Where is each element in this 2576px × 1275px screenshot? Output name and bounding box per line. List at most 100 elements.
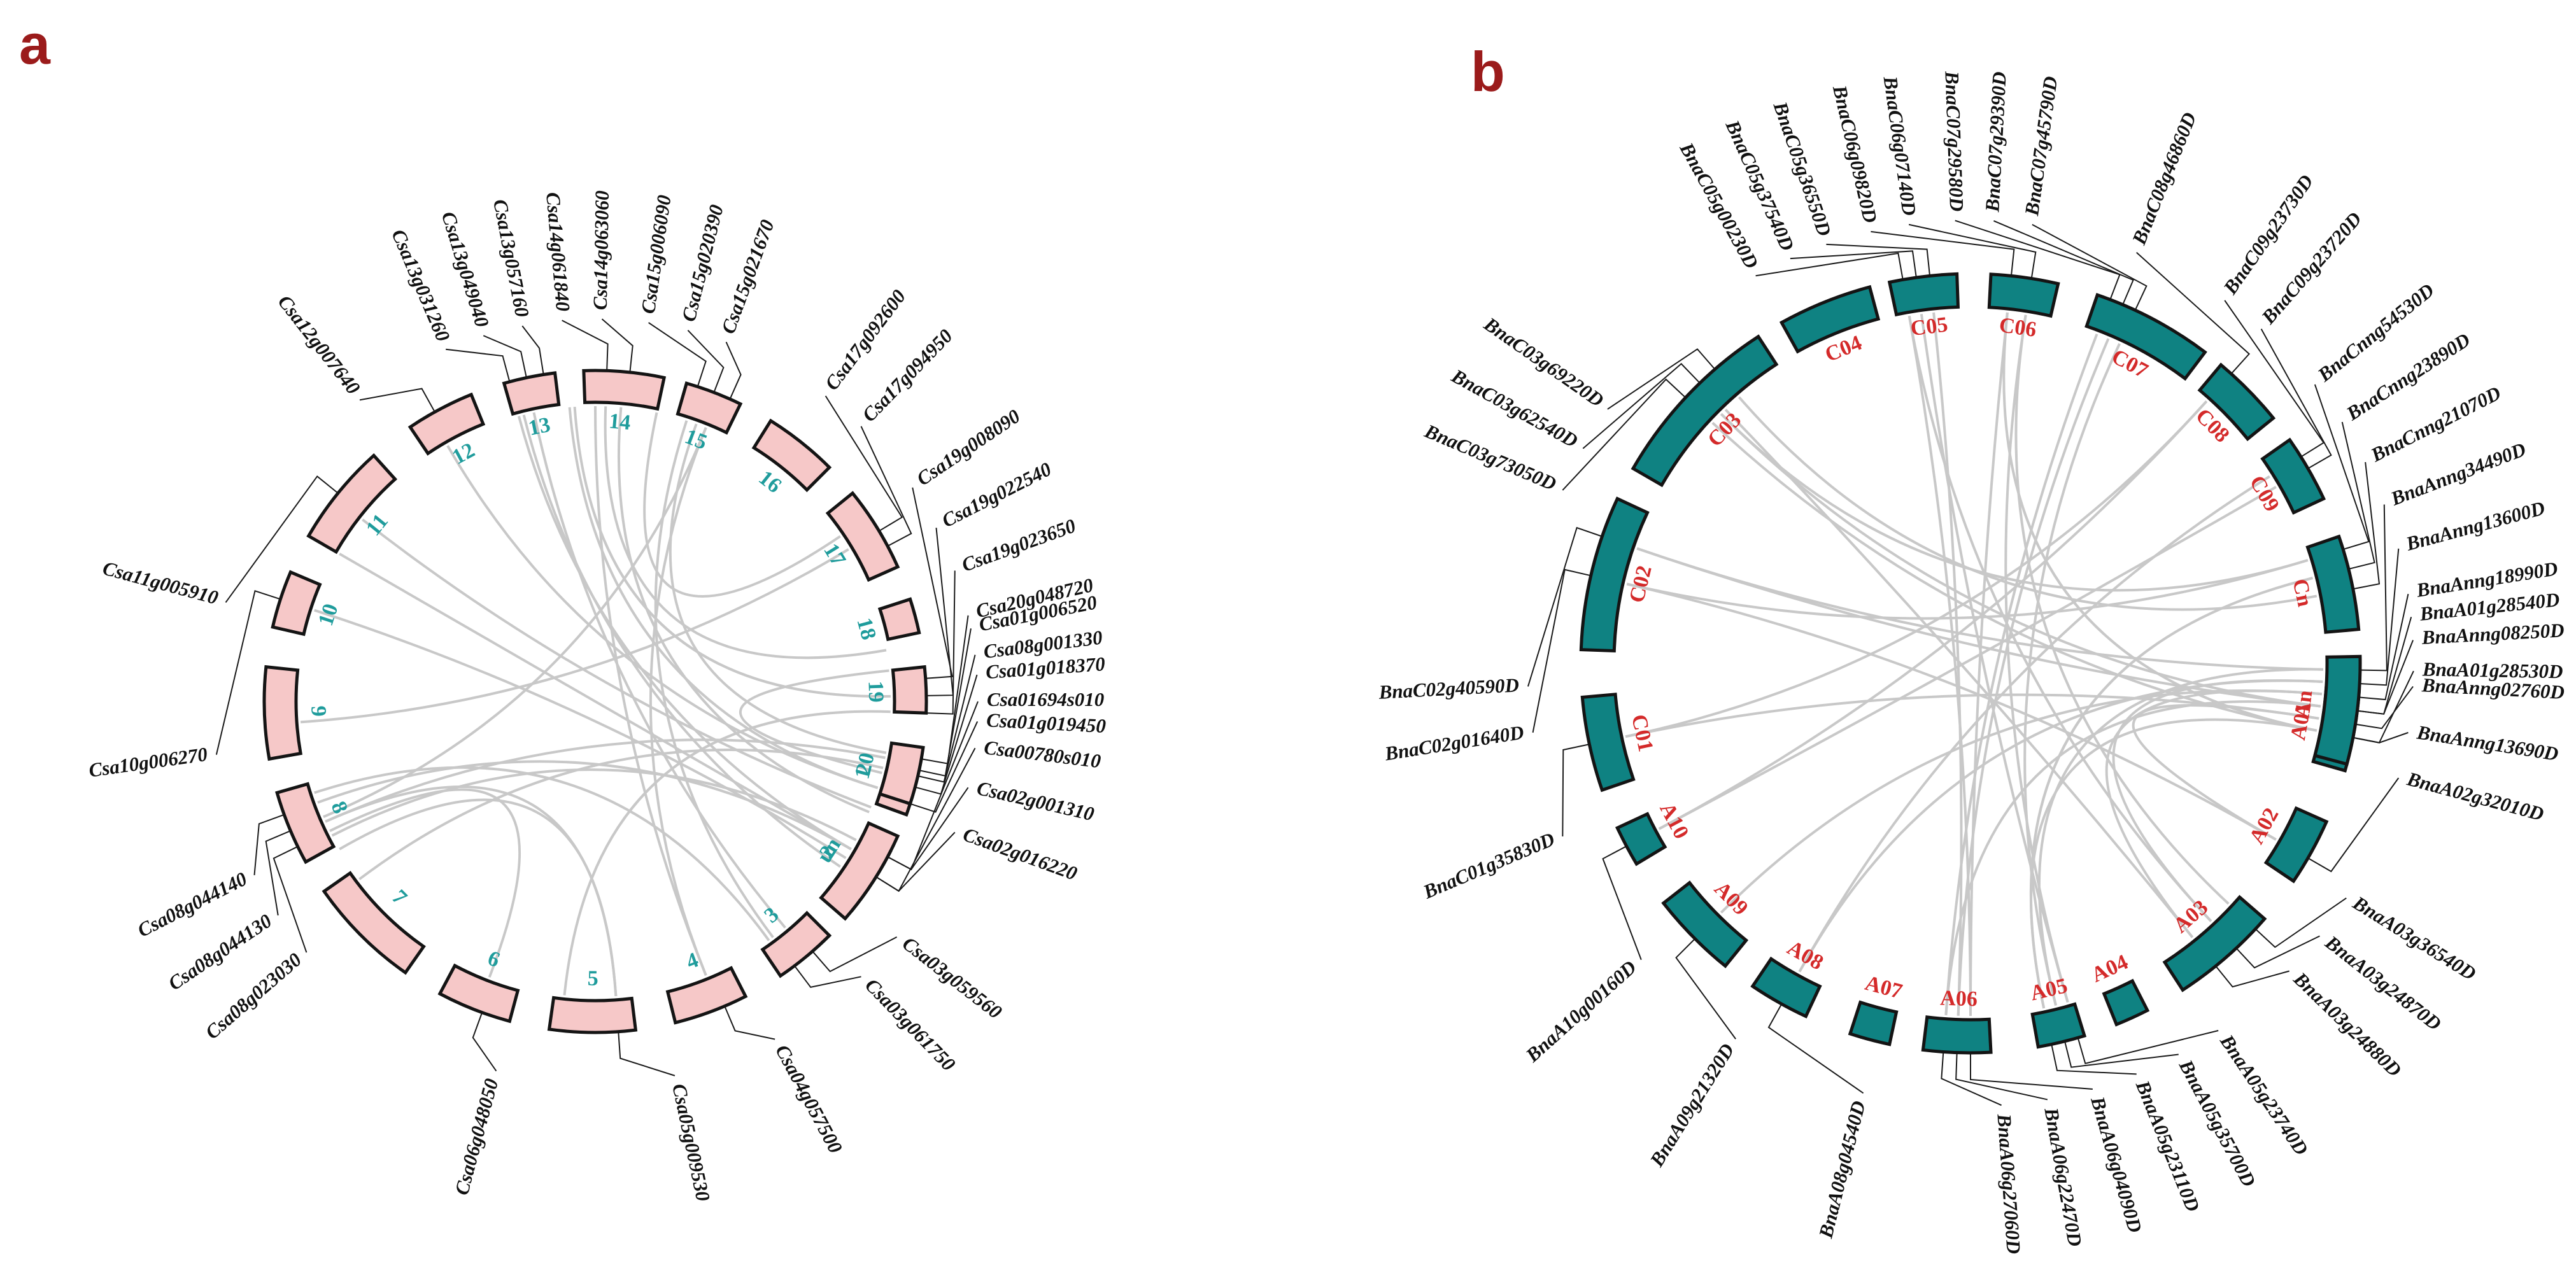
chromosome-label-An: An [2290,689,2317,719]
synteny-link-16 [362,518,872,809]
panel-b-links [1625,312,2323,1017]
synteny-link-25 [1798,475,2270,973]
gene-leader-line [794,965,861,988]
gene-label: Csa03g059560 [898,932,1006,1023]
synteny-link-32 [2132,704,2319,841]
chromosome-segment-A09 [1661,880,1749,969]
chromosome-segment-un [819,821,900,921]
gene-leader-line [472,1012,497,1072]
gene-leader-line [1790,250,1917,278]
chromosome-segment-C06 [1987,272,2060,318]
gene-label: BnaC07g45790D [2020,75,2062,218]
gene-leader-line [1755,252,1904,280]
synteny-link-24 [573,406,891,698]
gene-leader-line [618,1031,676,1076]
chromosome-label-C06: C06 [1998,313,2038,342]
panel-b-leaders [1527,220,2414,1106]
synteny-link-18 [517,416,852,850]
gene-label: BnaA06g27060D [1993,1113,2025,1255]
synteny-link-33 [2030,718,2318,1009]
chromosome-label-Cn: Cn [2288,577,2316,609]
gene-label: Csa02g001310 [975,777,1096,825]
gene-label: Csa13g049040 [437,209,493,330]
chromosome-segment-A02 [2263,806,2329,884]
chromosome-segment-7 [322,871,426,975]
gene-leader-line [1955,1052,2048,1101]
chromosome-segment-C07 [2084,293,2207,381]
gene-label: Csa06g048050 [450,1076,502,1197]
chromosome-segment-15 [676,381,743,435]
chromosome-segment-17 [825,491,900,582]
gene-leader-line [1532,568,1591,733]
chromosome-segment-5 [547,996,638,1034]
synteny-link-22 [1932,312,1963,1016]
chromosome-segment-A04 [2102,978,2150,1027]
gene-leader-line [483,335,527,378]
gene-leader-line [1527,526,1603,687]
chromosome-label-8: 8 [326,798,352,817]
gene-leader-line [2260,328,2332,469]
gene-label: Csa12g007640 [274,291,365,398]
chromosome-segment-A05 [2030,1002,2087,1049]
gene-leader-line [215,590,281,755]
synteny-link-8 [2037,668,2323,1006]
gene-leader-line [1767,1003,1864,1094]
gene-leader-line [648,322,707,387]
synteny-link-5 [522,414,841,868]
gene-label: BnaC07g29390D [1981,71,2011,213]
gene-label: BnaAnng13690D [2415,721,2560,765]
gene-label: Csa14g063060 [589,190,613,310]
gene-leader-line [926,528,954,696]
gene-label: Csa11g005910 [101,556,221,609]
synteny-link-28 [339,798,618,997]
gene-label: Csa13g057160 [489,197,534,319]
synteny-link-28 [1636,547,2323,671]
gene-leader-line [2051,1044,2137,1075]
gene-leader-line [225,475,339,603]
gene-leader-line [860,426,912,547]
chromosome-segment-A07 [1848,1000,1899,1046]
synteny-link-1 [739,669,889,775]
chromosome-label-4: 4 [683,948,702,974]
chromosome-label-17: 17 [819,540,850,570]
gene-leader-line [1941,1052,2002,1106]
chromosome-segment-16 [751,418,832,493]
chromosome-label-un: un [812,834,846,867]
synteny-link-21 [1907,316,1972,1017]
gene-leader-line [2357,640,2414,715]
chromosome-segment-4 [665,966,748,1025]
synteny-link-4 [339,553,852,850]
gene-leader-line [2215,965,2289,988]
synteny-link-34 [1625,400,2208,738]
gene-label: Csa00780s010 [983,736,1102,772]
chromosome-label-19: 19 [863,680,888,703]
synteny-link-10 [329,788,521,978]
gene-label: Csa02g016220 [960,823,1080,885]
gene-leader-line [272,846,308,953]
synteny-link-23 [643,412,841,598]
gene-leader-line [2077,1030,2219,1064]
synteny-link-1 [1720,412,2321,708]
gene-leader-line [875,747,976,892]
synteny-link-5 [1907,316,2212,922]
gene-label: Csa04g057500 [771,1041,847,1157]
synteny-link-25 [669,423,887,754]
synteny-link-7 [314,766,770,941]
synteny-link-11 [563,710,891,996]
gene-label: BnaA06g04090D [2086,1094,2147,1236]
synteny-link-21 [649,427,707,976]
synteny-link-10 [1969,312,2009,1017]
gene-leader-line [2355,686,2414,729]
chromosome-label-12: 12 [448,439,478,470]
chromosome-label-C01: C01 [1627,712,1657,754]
gene-label: Csa19g023650 [959,514,1079,576]
synteny-link-12 [323,427,707,819]
synteny-link-12 [1944,334,2098,1015]
gene-leader-line [562,320,609,371]
gene-leader-line [1826,243,1931,276]
gene-leader-line [2360,504,2388,672]
panel-a-links [300,405,891,997]
chromosome-label-18: 18 [852,616,881,642]
